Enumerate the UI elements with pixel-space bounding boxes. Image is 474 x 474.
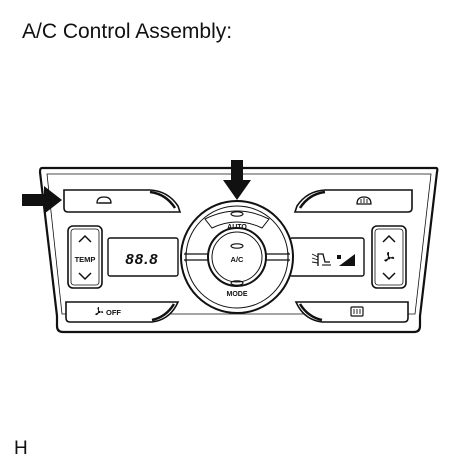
recirculation-icon	[96, 196, 112, 204]
figure-code: H	[14, 438, 28, 459]
rear-defrost-button[interactable]	[294, 301, 409, 323]
fan-off-label: OFF	[106, 308, 121, 317]
airflow-mode-icon	[311, 253, 331, 266]
fan-level-bar-icon	[337, 254, 355, 266]
fan-speed-rocker-switch[interactable]	[371, 225, 407, 289]
pointer-arrow-right-icon	[22, 186, 62, 214]
fan-icon	[384, 252, 395, 262]
temp-rocker-switch[interactable]: TEMP	[67, 225, 103, 289]
temp-up-chevron-icon	[78, 234, 92, 243]
fan-down-chevron-icon	[382, 272, 396, 281]
mode-indicator-icon	[230, 280, 244, 286]
ac-indicator-icon	[230, 243, 244, 249]
ac-label: A/C	[231, 255, 245, 264]
mode-label: MODE	[227, 291, 248, 298]
mode-button[interactable]: MODE	[227, 280, 248, 298]
fan-off-icon	[95, 307, 104, 316]
temperature-display-value: 88.8	[125, 251, 158, 268]
front-defrost-icon	[356, 196, 372, 205]
ac-button[interactable]: A/C	[207, 227, 267, 287]
front-defrost-button[interactable]	[293, 189, 413, 213]
temp-down-chevron-icon	[78, 272, 92, 281]
temp-label: TEMP	[75, 255, 96, 264]
auto-indicator-icon	[230, 211, 244, 217]
status-display	[289, 237, 365, 277]
panel-inner-edge	[46, 173, 432, 315]
pointer-arrow-down-icon	[223, 160, 251, 200]
page-title: A/C Control Assembly:	[22, 20, 233, 43]
fan-off-button[interactable]: OFF	[65, 301, 180, 323]
recirculation-button[interactable]	[63, 189, 182, 213]
rear-defrost-icon	[350, 306, 364, 317]
fan-up-chevron-icon	[382, 234, 396, 243]
temperature-display: 88.8	[107, 237, 179, 277]
